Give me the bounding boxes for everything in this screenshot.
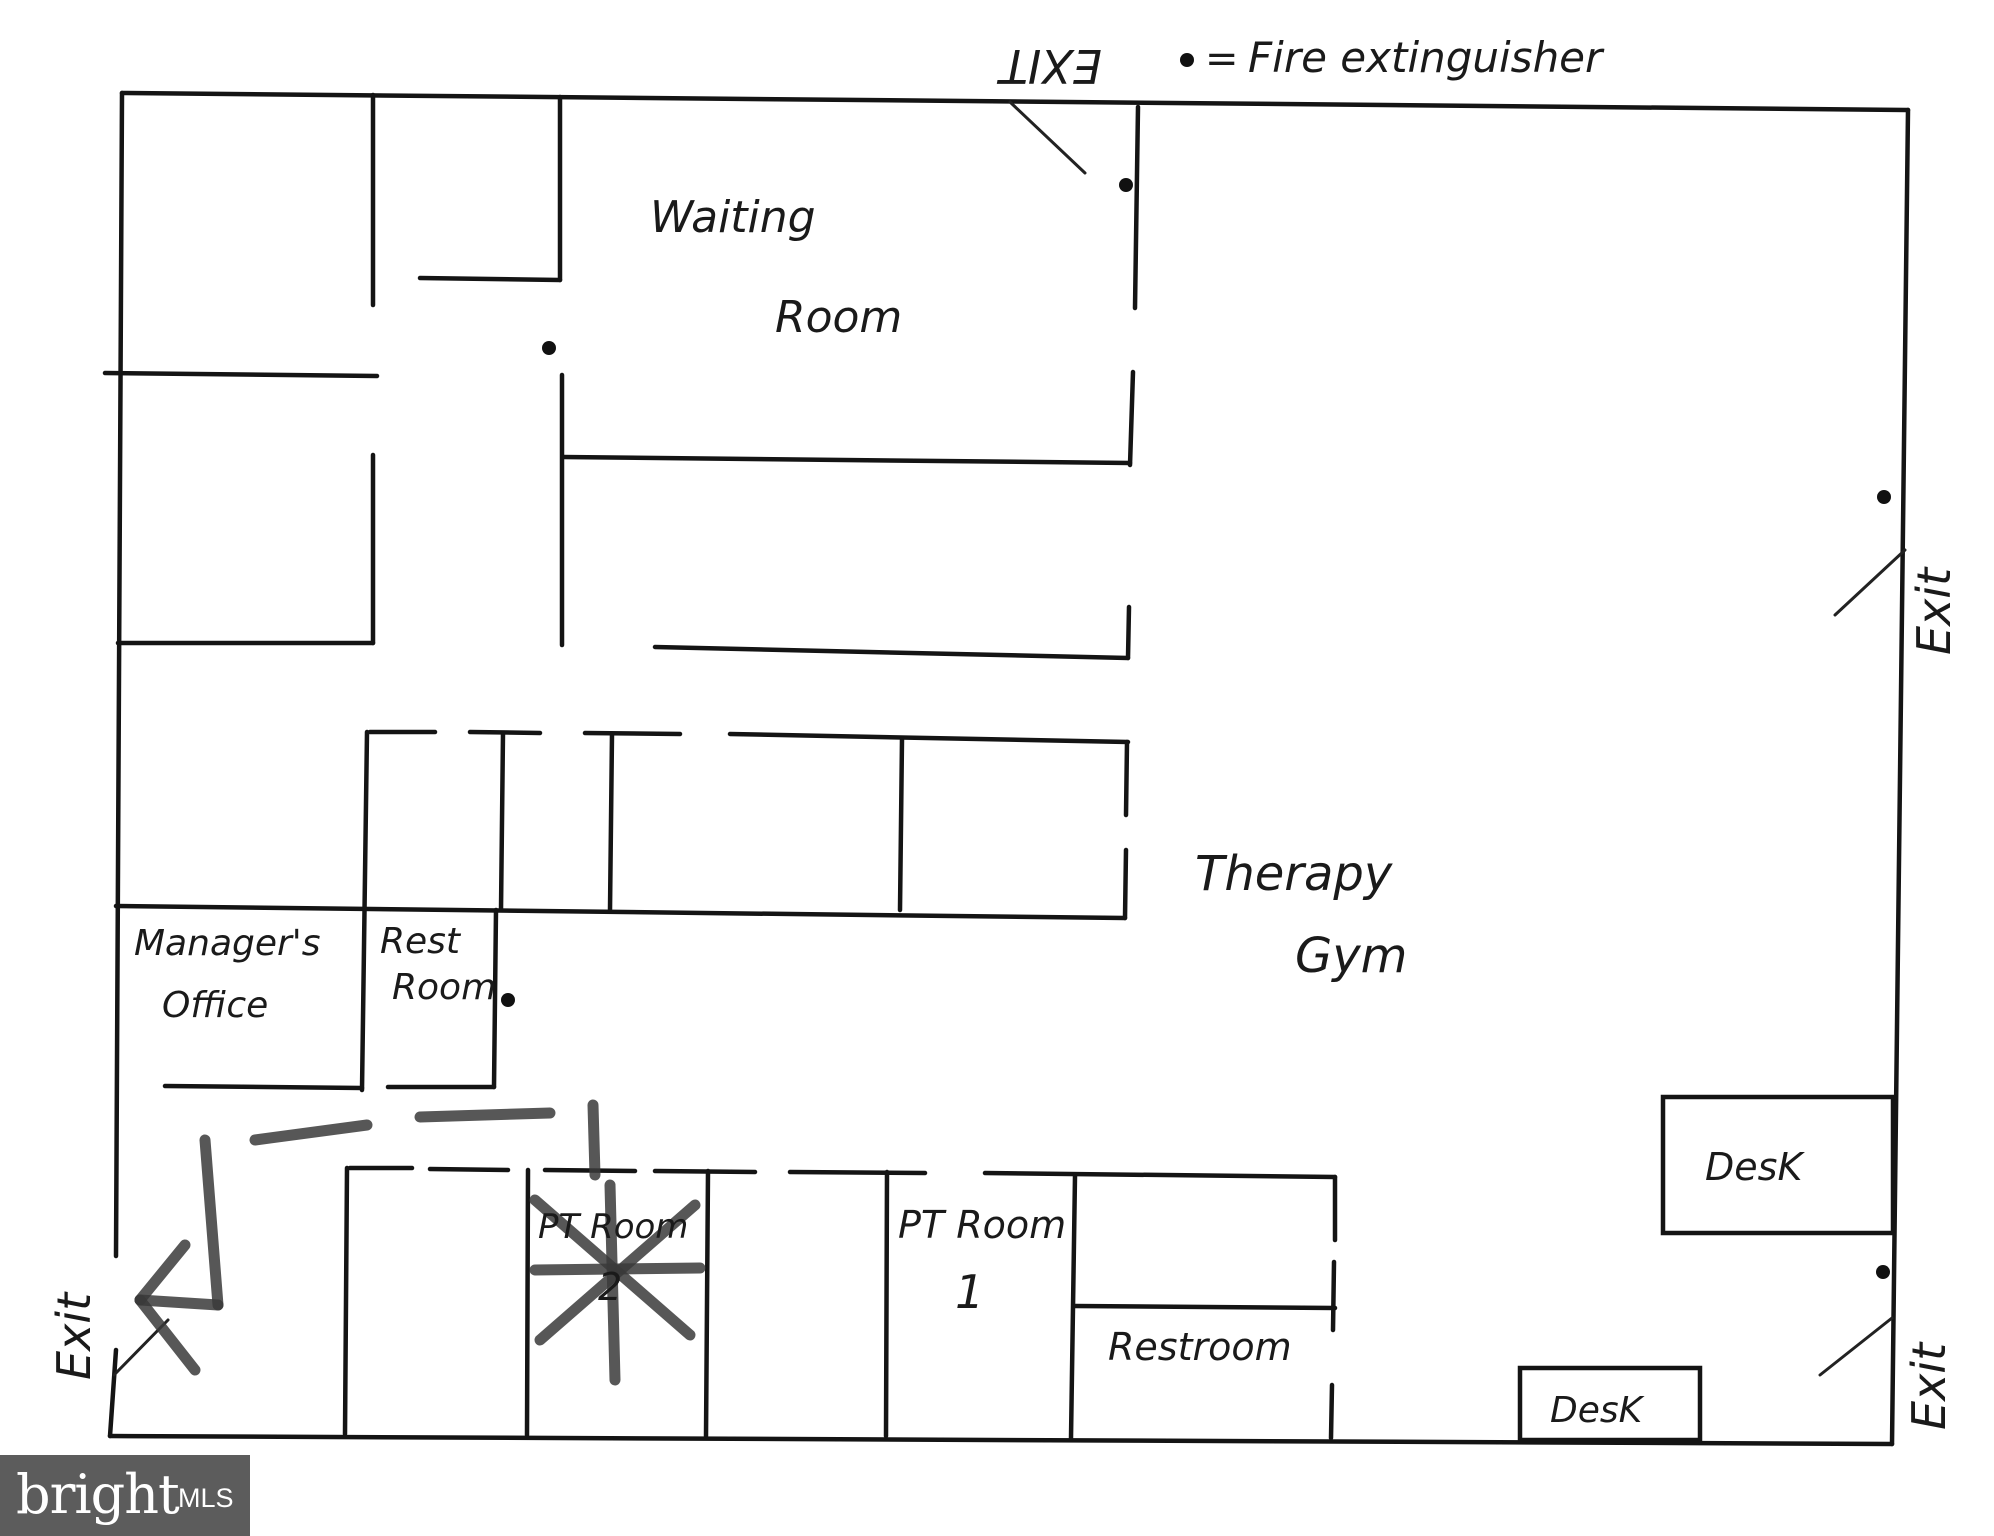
legend-label: Fire extinguisher	[1248, 33, 1605, 82]
evacuation-route	[134, 1099, 706, 1386]
room-labels: Waiting Room Therapy Gym Manager's Offic…	[134, 192, 1805, 1431]
bottom-rooms	[342, 1165, 1338, 1441]
legend-separator: =	[1205, 36, 1239, 82]
middle-rooms	[113, 729, 1131, 1093]
therapy-gym-label-1: Therapy	[1195, 846, 1393, 902]
rest-room-label-1: Rest	[380, 921, 462, 962]
brightmls-logo: bright MLS	[0, 1455, 250, 1536]
desk-upper-label: DesK	[1705, 1145, 1805, 1189]
waiting-room-label-1: Waiting	[650, 192, 816, 243]
waiting-room-walls	[560, 100, 1141, 661]
top-left-rooms	[102, 92, 565, 648]
waiting-room-label-2: Room	[775, 292, 902, 343]
therapy-gym-label-2: Gym	[1295, 928, 1407, 984]
exit-labels: EXIT Exit Exit Exit	[47, 39, 1961, 1430]
pt-room-2-number: 2	[598, 1265, 622, 1309]
logo-brand: bright	[16, 1463, 180, 1526]
restroom-label: Restroom	[1108, 1325, 1292, 1369]
legend: = Fire extinguisher	[1205, 33, 1605, 82]
desk-lower-label: DesK	[1550, 1390, 1645, 1431]
desks	[1517, 1094, 1896, 1443]
managers-office-label-2: Office	[162, 985, 268, 1026]
exit-left-label: Exit	[47, 1291, 101, 1380]
fire-extinguishers	[501, 53, 1891, 1279]
exit-right-lower-label: Exit	[1902, 1341, 1956, 1430]
pt-room-1-number: 1	[955, 1265, 984, 1319]
managers-office-label-1: Manager's	[134, 923, 320, 964]
pt-room-2-label: PT Room	[538, 1207, 688, 1247]
pt-room-1-label: PT Room	[898, 1203, 1066, 1247]
exit-doors	[112, 548, 1907, 1377]
exit-top-label: EXIT	[996, 39, 1102, 93]
logo-suffix: MLS	[178, 1483, 234, 1513]
exit-right-upper-label: Exit	[1907, 566, 1961, 655]
rest-room-label-2: Room	[392, 967, 496, 1008]
